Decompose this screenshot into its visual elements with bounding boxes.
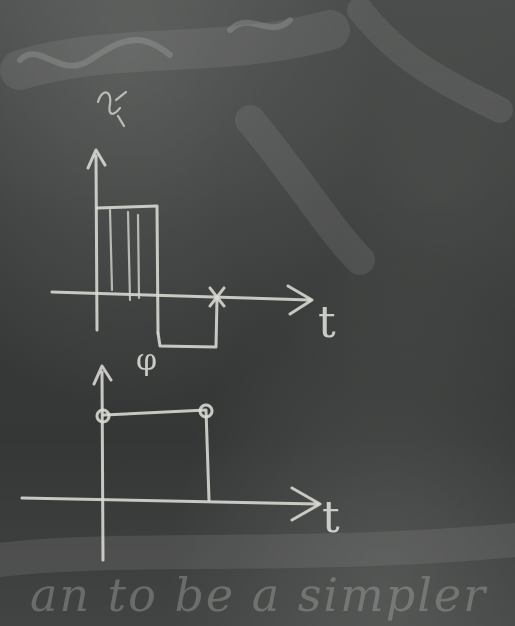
top-plot-positive-pulse xyxy=(95,204,160,335)
eraser-smudge xyxy=(0,523,515,577)
top-plot-squiggle xyxy=(96,90,128,128)
top-plot-pulse-smudge xyxy=(126,210,141,302)
top-plot-x-arrow xyxy=(286,284,314,316)
top-plot-phi-label: φ xyxy=(136,343,158,378)
top-plot-t-label: t xyxy=(318,297,336,348)
eraser-smudge xyxy=(235,105,375,275)
top-plot-pulse-inner-line xyxy=(108,208,114,292)
top-plot-y-axis xyxy=(94,154,99,332)
bottom-plot-pulse xyxy=(102,408,211,502)
top-plot-y-arrow xyxy=(86,148,107,170)
eraser-smudge xyxy=(347,0,513,123)
faded-bottom-text: an to be a simpler xyxy=(30,568,488,622)
bottom-plot-t-label: t xyxy=(322,492,340,543)
erased-scribble xyxy=(17,37,173,69)
eraser-smudge xyxy=(0,10,350,90)
bottom-plot-x-arrow xyxy=(290,486,322,522)
bottom-plot-y-axis xyxy=(100,370,105,562)
bottom-plot-y-arrow xyxy=(92,364,113,386)
bottom-plot-start-circle xyxy=(95,408,111,424)
bottom-plot-x-axis xyxy=(20,496,320,506)
top-plot-x-axis xyxy=(50,290,312,302)
top-plot-cross-mark xyxy=(208,286,226,308)
erased-scribble xyxy=(227,17,293,33)
top-plot-negative-pulse xyxy=(156,296,219,349)
bottom-plot-end-circle xyxy=(198,403,214,419)
